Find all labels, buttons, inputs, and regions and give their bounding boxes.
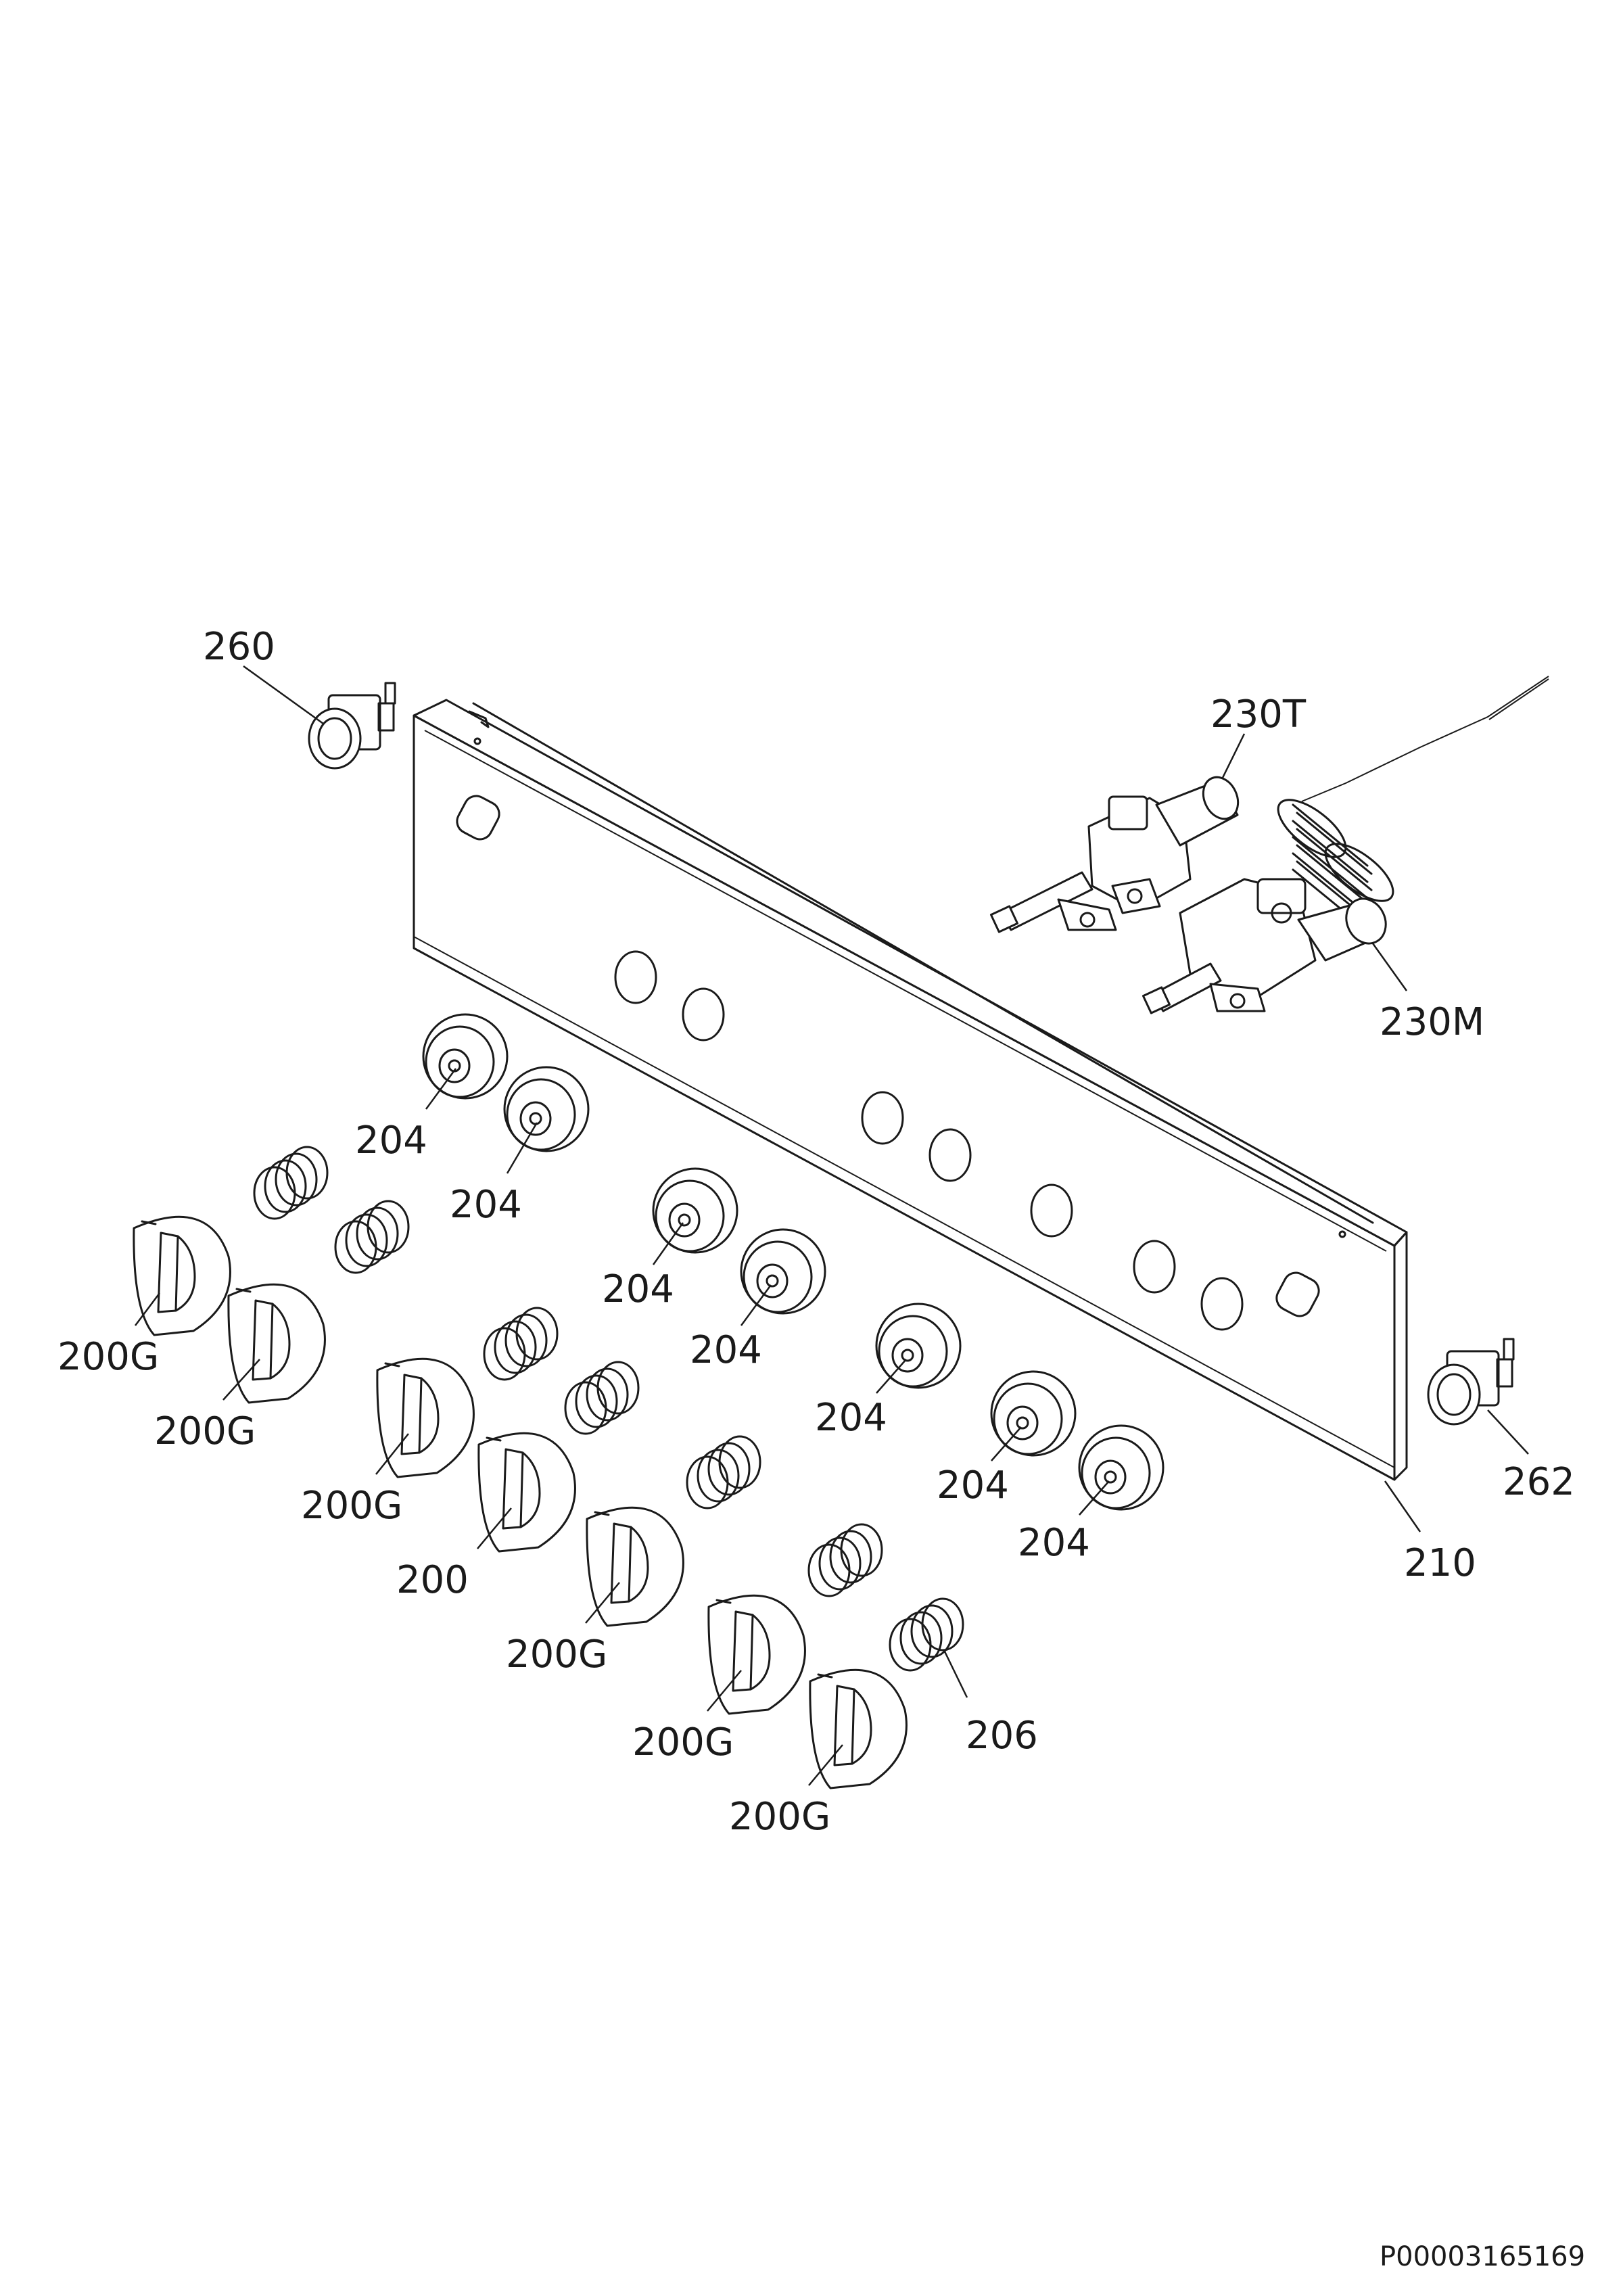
part-label: 262 bbox=[1503, 1460, 1575, 1504]
part-label: 204 bbox=[355, 1119, 427, 1163]
knob-bezel bbox=[740, 1228, 826, 1315]
control-panel-210 bbox=[413, 699, 1408, 1481]
capillary-coil bbox=[1277, 799, 1394, 932]
spring bbox=[686, 1435, 761, 1509]
leader-204-a bbox=[425, 1068, 457, 1110]
part-label: 230M bbox=[1380, 1000, 1484, 1044]
control-knobs-200 bbox=[133, 1215, 908, 1789]
control-knob bbox=[133, 1215, 231, 1336]
spring bbox=[253, 1146, 329, 1220]
part-label: 260 bbox=[203, 625, 275, 669]
leader-200G-b bbox=[222, 1359, 260, 1401]
part-label: 204 bbox=[1018, 1521, 1090, 1565]
gas-tap-230M bbox=[1142, 878, 1387, 1014]
part-label: 206 bbox=[966, 1714, 1038, 1758]
control-knob bbox=[586, 1506, 684, 1627]
part-label: 204 bbox=[602, 1267, 674, 1311]
part-label: 200G bbox=[154, 1409, 256, 1453]
part-label: 200G bbox=[729, 1795, 830, 1839]
leader-200 bbox=[477, 1507, 512, 1549]
part-label: 230T bbox=[1210, 693, 1307, 736]
leader-200G-a bbox=[135, 1292, 160, 1326]
part-label: 204 bbox=[815, 1396, 887, 1440]
leader-200G-d bbox=[585, 1582, 620, 1624]
spring bbox=[483, 1307, 559, 1381]
part-label: 200 bbox=[396, 1558, 469, 1602]
leader-262 bbox=[1487, 1409, 1529, 1455]
leader-200G-f bbox=[808, 1744, 843, 1786]
control-knob bbox=[707, 1594, 806, 1715]
control-knob bbox=[809, 1668, 908, 1789]
leader-204-d bbox=[740, 1284, 772, 1326]
leader-230M bbox=[1371, 943, 1408, 991]
spring bbox=[564, 1361, 640, 1435]
leader-204-e bbox=[876, 1359, 907, 1394]
leader-204-g bbox=[1079, 1480, 1110, 1516]
leader-lines bbox=[135, 665, 1529, 1786]
leader-204-b bbox=[506, 1122, 538, 1174]
leader-200G-c bbox=[375, 1433, 409, 1475]
part-label: 200G bbox=[57, 1335, 159, 1379]
part-label: 200G bbox=[506, 1633, 607, 1677]
part-label: 204 bbox=[690, 1328, 762, 1372]
part-label: 210 bbox=[1404, 1541, 1476, 1585]
leader-204-c bbox=[652, 1222, 684, 1265]
part-label: 204 bbox=[937, 1463, 1009, 1507]
leader-260 bbox=[243, 665, 324, 725]
indicator-lamp-262 bbox=[1427, 1338, 1515, 1426]
control-knob bbox=[376, 1357, 475, 1478]
part-label: 200G bbox=[632, 1720, 734, 1764]
part-label: 200G bbox=[301, 1484, 402, 1528]
knob-bezel bbox=[503, 1066, 590, 1152]
document-id: P00003165169 bbox=[1380, 2241, 1585, 2272]
knob-bezel bbox=[875, 1303, 962, 1389]
leader-204-f bbox=[991, 1426, 1022, 1461]
knob-bezel bbox=[652, 1167, 738, 1254]
thermostat-valve-230T bbox=[989, 676, 1549, 933]
part-labels: 260 230T 230M 204 204 204 204 204 204 20… bbox=[57, 625, 1575, 1839]
knob-bezels-204 bbox=[422, 1013, 1165, 1511]
leader-200G-e bbox=[707, 1670, 742, 1712]
knob-bezel bbox=[422, 1013, 509, 1100]
part-label: 204 bbox=[450, 1183, 522, 1227]
leader-206 bbox=[943, 1649, 968, 1698]
spring bbox=[334, 1200, 410, 1274]
springs-206 bbox=[253, 1146, 964, 1672]
spring bbox=[889, 1597, 964, 1672]
leader-210 bbox=[1384, 1480, 1421, 1532]
control-knob bbox=[227, 1283, 326, 1404]
leader-230T bbox=[1221, 733, 1246, 778]
knob-bezel bbox=[1078, 1424, 1165, 1511]
indicator-lamp-260 bbox=[308, 682, 396, 770]
knob-bezel bbox=[990, 1370, 1077, 1457]
control-knob bbox=[477, 1432, 576, 1553]
spring bbox=[807, 1523, 883, 1597]
